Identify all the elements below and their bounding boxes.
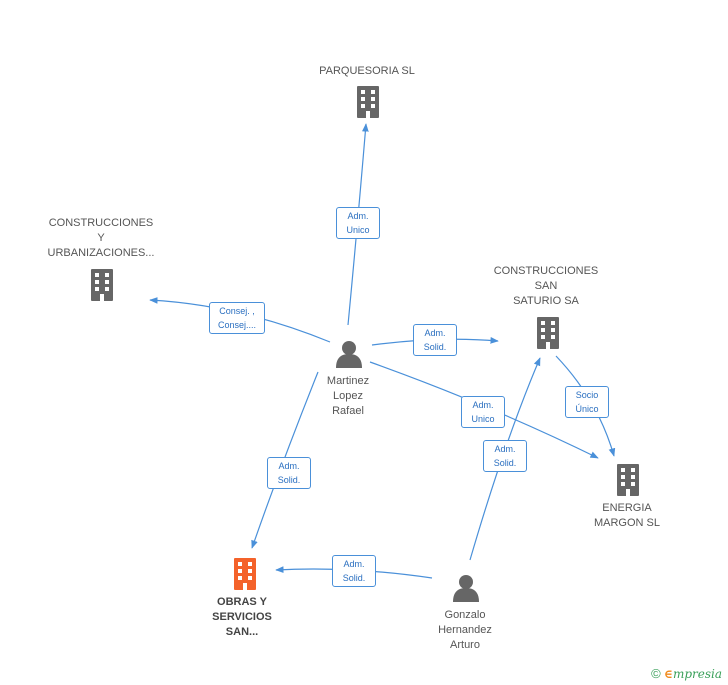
- node-label-energia-margon[interactable]: ENERGIA MARGON SL: [593, 502, 661, 529]
- node-label-obras-servicios-san[interactable]: OBRAS Y SERVICIOS SAN...: [212, 596, 272, 638]
- edge-label-martinez-obras[interactable]: Adm. Solid.: [267, 457, 311, 489]
- edge-label-martinez-energia[interactable]: Adm. Unico: [461, 396, 505, 428]
- edge-label-gonzalo-obras[interactable]: Adm. Solid.: [332, 555, 376, 587]
- edge-label-construcciones-san-energia[interactable]: Socio Único: [565, 386, 609, 418]
- building-icon[interactable]: [234, 558, 256, 590]
- node-label-martinez-lopez-rafael[interactable]: Martinez Lopez Rafael: [326, 375, 370, 417]
- building-icon[interactable]: [91, 269, 113, 301]
- edge-lines: [149, 123, 616, 579]
- edge-label-gonzalo-construcciones-san[interactable]: Adm. Solid.: [483, 440, 527, 472]
- building-icon[interactable]: [617, 464, 639, 496]
- building-icon[interactable]: [357, 86, 379, 118]
- empresia-watermark: © ∈mpresia: [651, 666, 722, 681]
- empresia-logo-e: ∈: [664, 667, 673, 681]
- edge-label-martinez-construcciones-san[interactable]: Adm. Solid.: [413, 324, 457, 356]
- node-label-construcciones-san-saturio[interactable]: CONSTRUCCIONES SAN SATURIO SA: [493, 265, 599, 307]
- empresia-brand: mpresia: [672, 667, 722, 681]
- node-label-gonzalo-hernandez-arturo[interactable]: Gonzalo Hernandez Arturo: [438, 609, 492, 651]
- person-icon[interactable]: [336, 341, 362, 368]
- node-label-construcciones-urbanizaciones[interactable]: CONSTRUCCIONES Y URBANIZACIONES...: [47, 217, 155, 259]
- edge-label-martinez-construcciones-urb[interactable]: Consej. , Consej....: [209, 302, 265, 334]
- building-icon[interactable]: [537, 317, 559, 349]
- person-icon[interactable]: [453, 575, 479, 602]
- copyright-icon: ©: [651, 666, 661, 681]
- edge-label-martinez-parquesoria[interactable]: Adm. Unico: [336, 207, 380, 239]
- node-label-parquesoria[interactable]: PARQUESORIA SL: [319, 65, 415, 77]
